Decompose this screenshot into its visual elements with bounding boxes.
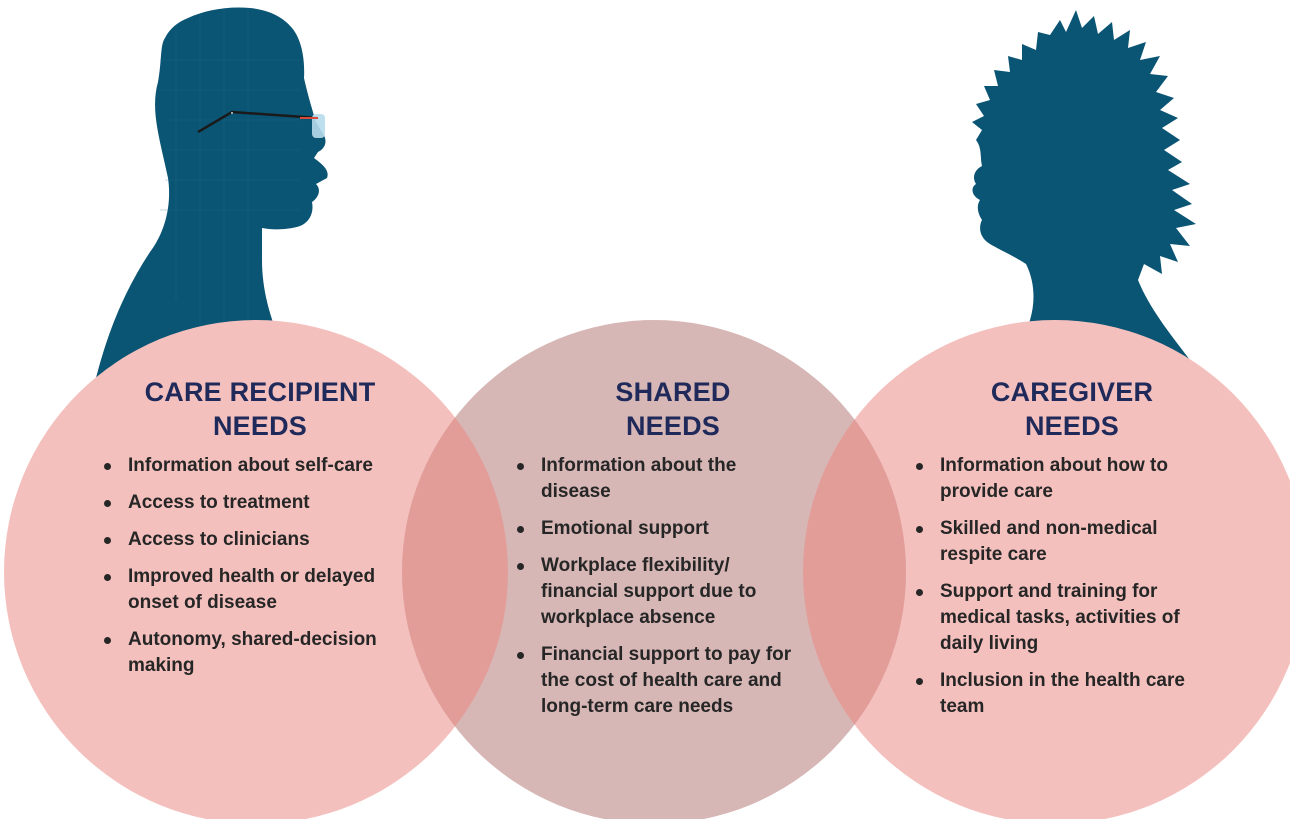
list-item: Autonomy, shared-decision making [100,627,400,679]
list-item: Information about how to provide care [912,453,1202,505]
list-item: Information about self-care [100,453,400,479]
man-silhouette-icon [95,7,330,411]
care-recipient-circle [4,320,508,819]
woman-silhouette-icon [972,10,1205,410]
care-recipient-heading-line1: CARE RECIPIENT [144,377,376,407]
list-item: Information about the disease [513,453,811,505]
care-recipient-panel: CARE RECIPIENT NEEDS Information about s… [100,375,420,690]
caregiver-heading: CAREGIVER NEEDS [912,375,1232,443]
shared-heading-line2: NEEDS [625,411,721,441]
list-item: Emotional support [513,516,811,542]
list-item: Financial support to pay for the cost of… [513,642,811,720]
shared-heading-line1: SHARED [615,377,731,407]
list-item: Inclusion in the health care team [912,668,1202,720]
caregiver-heading-line2: NEEDS [1024,411,1120,441]
list-item: Support and training for medical tasks, … [912,579,1202,657]
list-item: Improved health or delayed onset of dise… [100,564,400,616]
caregiver-needs-list: Information about how to provide care Sk… [912,453,1232,720]
care-recipient-heading-line2: NEEDS [212,411,308,441]
shared-needs-list: Information about the disease Emotional … [513,453,833,720]
shared-panel: SHARED NEEDS Information about the disea… [513,375,833,731]
caregiver-heading-line1: CAREGIVER [990,377,1154,407]
list-item: Access to clinicians [100,527,400,553]
list-item: Skilled and non-medical respite care [912,516,1202,568]
care-recipient-needs-list: Information about self-care Access to tr… [100,453,420,679]
care-recipient-heading: CARE RECIPIENT NEEDS [100,375,420,443]
shared-heading: SHARED NEEDS [513,375,833,443]
caregiver-panel: CAREGIVER NEEDS Information about how to… [912,375,1232,731]
shared-circle [402,320,906,819]
caregiver-circle [803,320,1290,819]
list-item: Access to treatment [100,490,400,516]
list-item: Workplace flexibility/ financial support… [513,553,811,631]
glasses-icon [197,110,325,138]
